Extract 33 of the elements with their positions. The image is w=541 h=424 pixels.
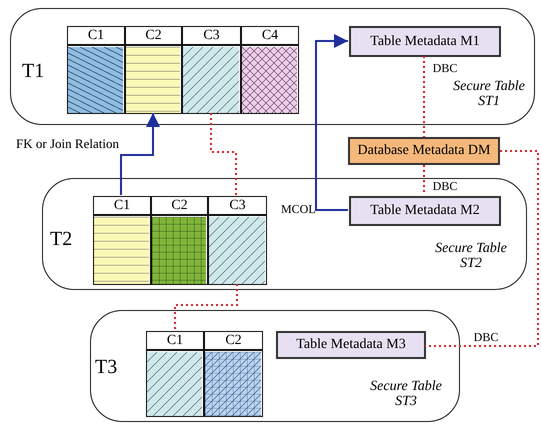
secure-table-panel bbox=[42, 178, 527, 290]
connector-line bbox=[423, 165, 425, 195]
table-name: T1 bbox=[22, 60, 44, 83]
table-column bbox=[151, 196, 208, 285]
table-column bbox=[204, 331, 263, 417]
table-column bbox=[93, 196, 151, 285]
table-name: T3 bbox=[95, 356, 118, 379]
table-column bbox=[125, 26, 182, 114]
table-title: Secure Table ST2 bbox=[434, 241, 508, 271]
edge-label: DBC bbox=[430, 180, 460, 193]
table-title: Secure Table ST1 bbox=[452, 79, 526, 109]
edge-label: MCOL bbox=[281, 203, 315, 216]
database-metadata-box: Database Metadata DM bbox=[348, 137, 500, 165]
table-column bbox=[208, 196, 267, 285]
connector-line bbox=[174, 284, 238, 330]
connector-line bbox=[423, 56, 425, 137]
table-title: Secure Table ST3 bbox=[369, 379, 443, 409]
secure-table-panel bbox=[10, 8, 535, 125]
table-column bbox=[146, 331, 204, 417]
arrow bbox=[120, 113, 160, 195]
table-column bbox=[67, 26, 125, 114]
connector-line bbox=[425, 150, 539, 347]
table-column bbox=[182, 26, 241, 114]
edge-label: DBC bbox=[430, 62, 460, 75]
table-metadata-box: Table Metadata M3 bbox=[276, 331, 426, 359]
table-metadata-box: Table Metadata M1 bbox=[349, 26, 501, 57]
table-column bbox=[241, 26, 299, 114]
table-name: T2 bbox=[50, 228, 72, 251]
connector-line bbox=[210, 113, 237, 195]
secure-table-panel bbox=[90, 310, 460, 422]
arrow bbox=[315, 34, 348, 211]
edge-label: FK or Join Relation bbox=[16, 137, 119, 150]
table-metadata-box: Table Metadata M2 bbox=[349, 196, 501, 226]
